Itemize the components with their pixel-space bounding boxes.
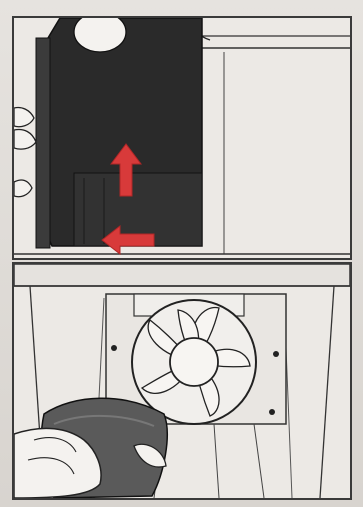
screw [269,409,275,415]
fan-hub [170,338,218,386]
panel-remove-filter-illustration [14,18,350,258]
screw [273,351,279,357]
panel-clean-fan [12,262,352,500]
screw [111,345,117,351]
panel-clean-fan-illustration [14,264,350,498]
panel-remove-filter [12,16,352,260]
